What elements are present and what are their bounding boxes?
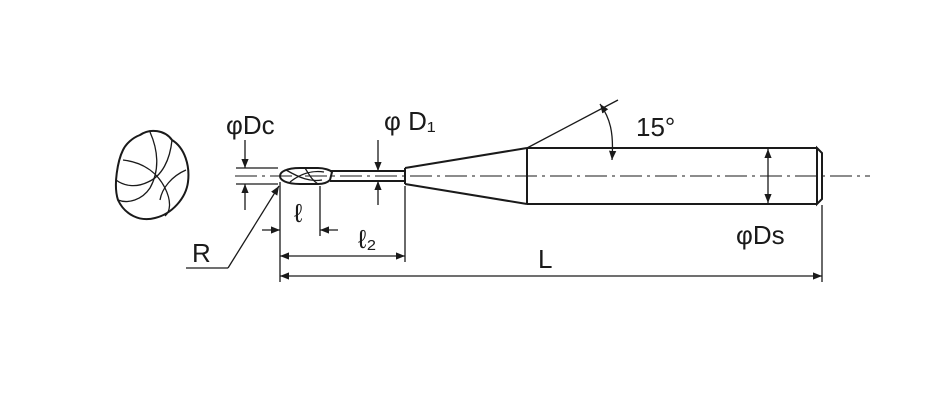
label-d1: φ D₁: [384, 106, 436, 136]
label-dc: φDc: [226, 110, 275, 140]
end-view-icon: [114, 129, 190, 220]
label-flute-length: ℓ: [294, 198, 303, 228]
label-ds: φDs: [736, 220, 785, 250]
dim-flute-length: ℓ: [262, 198, 338, 234]
dim-angle: 15°: [599, 103, 675, 161]
extension-lines: [236, 99, 823, 282]
label-radius: R: [192, 238, 211, 268]
label-overall-length: L: [538, 244, 552, 274]
dim-d1: φ D₁: [374, 106, 436, 205]
label-angle: 15°: [636, 112, 675, 142]
tool-outline: [278, 145, 823, 207]
dim-overall-length: L: [280, 244, 822, 280]
dim-dc: φDc: [226, 110, 275, 210]
label-neck-length: ℓ₂: [358, 224, 377, 254]
dim-ds: φDs: [736, 149, 785, 250]
dim-radius: R: [186, 185, 280, 269]
dim-neck-length: ℓ₂: [280, 224, 405, 260]
